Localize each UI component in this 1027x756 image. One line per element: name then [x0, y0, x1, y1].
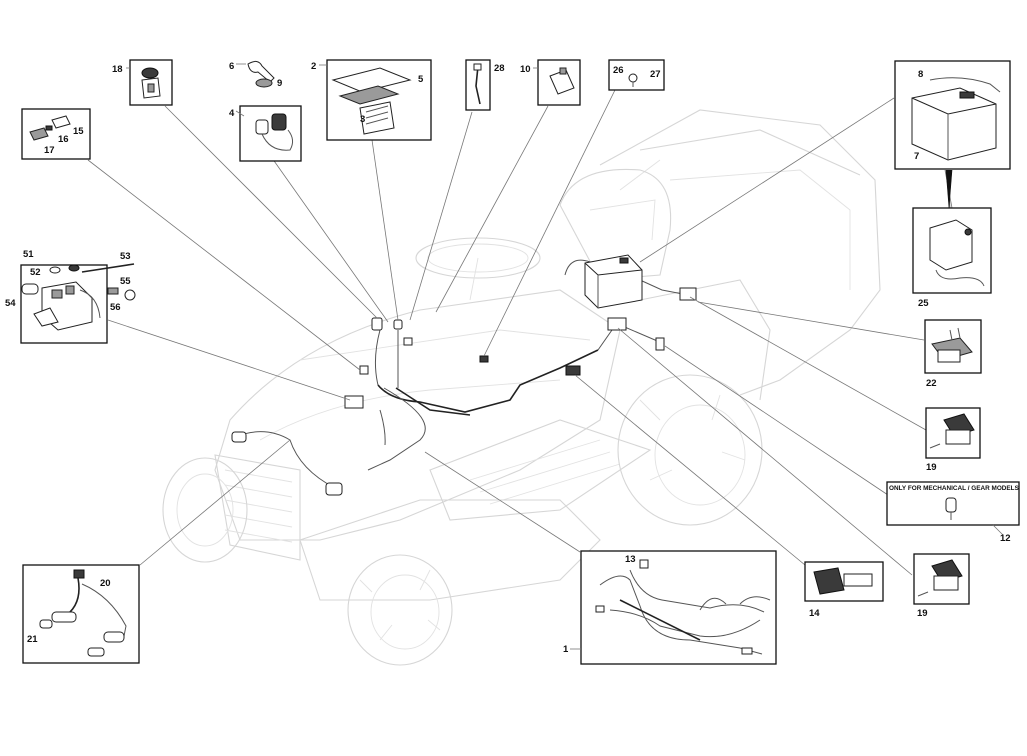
ref-19-lower: 19 — [917, 608, 928, 619]
ref-2: 2 — [311, 61, 316, 72]
callout-box-4 — [239, 105, 302, 162]
ref-52: 52 — [30, 267, 41, 278]
ref-13: 13 — [625, 554, 636, 565]
ref-5: 5 — [418, 74, 424, 85]
ref-51: 51 — [23, 249, 34, 260]
callout-box-51-56 — [20, 263, 135, 344]
main-harness — [231, 254, 697, 496]
ref-16: 16 — [58, 134, 69, 145]
ref-54: 54 — [5, 298, 16, 309]
ref-1: 1 — [563, 644, 569, 655]
ref-14: 14 — [809, 608, 820, 619]
ref-56: 56 — [110, 302, 121, 313]
ref-26: 26 — [613, 65, 624, 76]
ref-9: 9 — [277, 78, 282, 89]
ref-ticks — [126, 63, 1004, 650]
ref-7: 7 — [914, 151, 919, 162]
solenoid-loose-parts — [21, 283, 136, 301]
ref-12: 12 — [1000, 533, 1011, 544]
callout-box-10 — [537, 59, 581, 106]
callout-box-18 — [129, 59, 173, 106]
reference-numbers: 18 6 9 4 2 5 3 28 10 26 27 8 7 15 16 17 … — [5, 61, 1020, 655]
ref-8: 8 — [918, 69, 923, 80]
ref-4: 4 — [229, 108, 235, 119]
ref-10: 10 — [520, 64, 531, 75]
callout-box-26-27 — [608, 59, 665, 91]
ref-53: 53 — [120, 251, 131, 262]
gear-models-note: ONLY FOR MECHANICAL / GEAR MODELS — [889, 485, 1020, 492]
ref-17: 17 — [44, 145, 55, 156]
ref-6: 6 — [229, 61, 234, 72]
ref-25: 25 — [918, 298, 929, 309]
callout-box-22 — [924, 319, 982, 374]
tractor-outline — [162, 109, 881, 666]
leader-lines — [87, 89, 953, 576]
callout-box-20-21 — [22, 564, 140, 664]
connector-arrow — [945, 169, 953, 209]
ignition-key — [247, 60, 275, 88]
ref-22: 22 — [926, 378, 937, 389]
callout-box-12 — [886, 481, 1020, 526]
ref-28: 28 — [494, 63, 505, 74]
ref-21: 21 — [27, 634, 38, 645]
callout-box-1-13 — [580, 550, 777, 665]
ref-15: 15 — [73, 126, 84, 137]
callout-box-19-upper — [925, 407, 981, 459]
callout-box-2-5 — [326, 59, 432, 141]
callout-box-14 — [804, 561, 884, 602]
callout-box-25 — [912, 207, 992, 294]
ref-55: 55 — [120, 276, 131, 287]
ref-19-upper: 19 — [926, 462, 937, 473]
callout-box-19-lower — [913, 553, 970, 605]
ref-18: 18 — [112, 64, 123, 75]
callout-box-7-8 — [894, 60, 1011, 170]
callout-box-28 — [465, 59, 491, 111]
ref-3: 3 — [360, 114, 365, 125]
callout-box-15-17 — [21, 108, 91, 160]
ref-20: 20 — [100, 578, 111, 589]
ref-27: 27 — [650, 69, 661, 80]
